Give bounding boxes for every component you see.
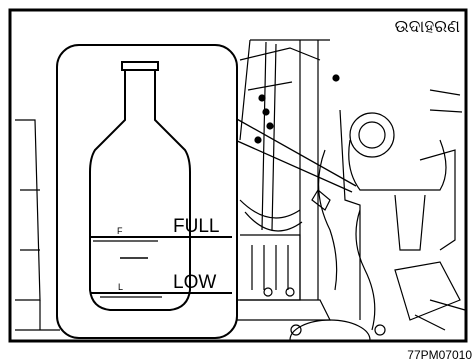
low-label: LOW — [173, 272, 216, 293]
callout-box — [57, 45, 237, 338]
figure-title: ଉଦାହରଣ — [395, 17, 461, 37]
tank-l-mark: L — [118, 282, 123, 292]
tank-f-mark: F — [117, 226, 123, 236]
full-label: FULL — [173, 216, 219, 237]
figure-code: 77PM07010 — [407, 348, 472, 362]
